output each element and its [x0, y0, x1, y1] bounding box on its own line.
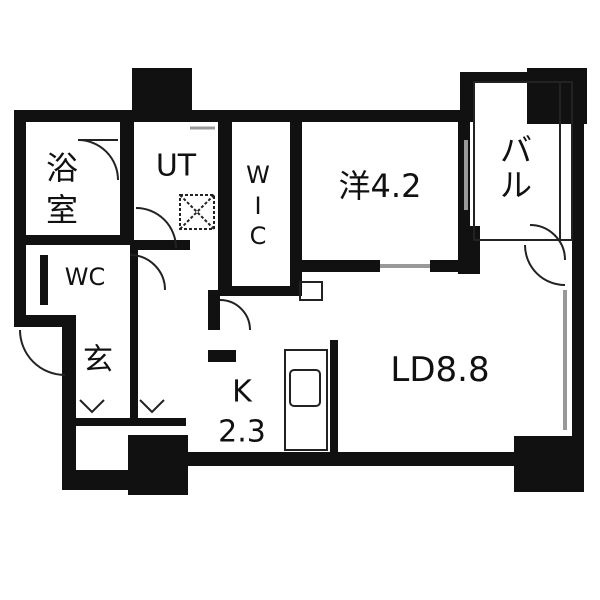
label-wic-c: C	[250, 222, 267, 250]
fridge-space	[299, 281, 323, 301]
label-living-dining: LD8.8	[390, 350, 489, 390]
pillar-bottom-right	[514, 436, 584, 492]
label-balcony-1: バ	[500, 131, 532, 169]
pillar-top-right	[527, 68, 587, 124]
sink	[289, 369, 321, 407]
wc-door	[129, 254, 166, 291]
label-western-room: 洋4.2	[339, 167, 422, 205]
walls	[14, 72, 584, 490]
balcony-door	[529, 224, 566, 261]
fixtures	[19, 81, 573, 451]
label-wic-i: I	[254, 192, 261, 220]
label-entrance: 玄	[83, 343, 113, 378]
room-labels: 浴 室 UT W I C 洋4.2 バ ル WC 玄 K 2.3 LD8.8	[46, 131, 532, 450]
structural-pillars	[128, 68, 587, 495]
label-bath-1: 浴	[46, 149, 78, 187]
label-toilet: WC	[65, 263, 106, 291]
label-balcony-2: ル	[500, 166, 532, 204]
label-utility: UT	[156, 149, 197, 184]
balcony-outline	[473, 81, 573, 241]
ut-door	[135, 207, 177, 249]
label-kitchen-2: 2.3	[218, 415, 266, 450]
wic-door	[219, 299, 251, 331]
label-bath-2: 室	[46, 191, 78, 229]
kitchen-counter	[284, 349, 328, 451]
label-kitchen-1: K	[232, 375, 253, 410]
label-wic-w: W	[246, 161, 270, 189]
entrance-door	[19, 329, 66, 376]
pillar-top	[132, 68, 192, 122]
washer-pan	[179, 194, 215, 230]
pillar-bottom	[128, 435, 188, 495]
